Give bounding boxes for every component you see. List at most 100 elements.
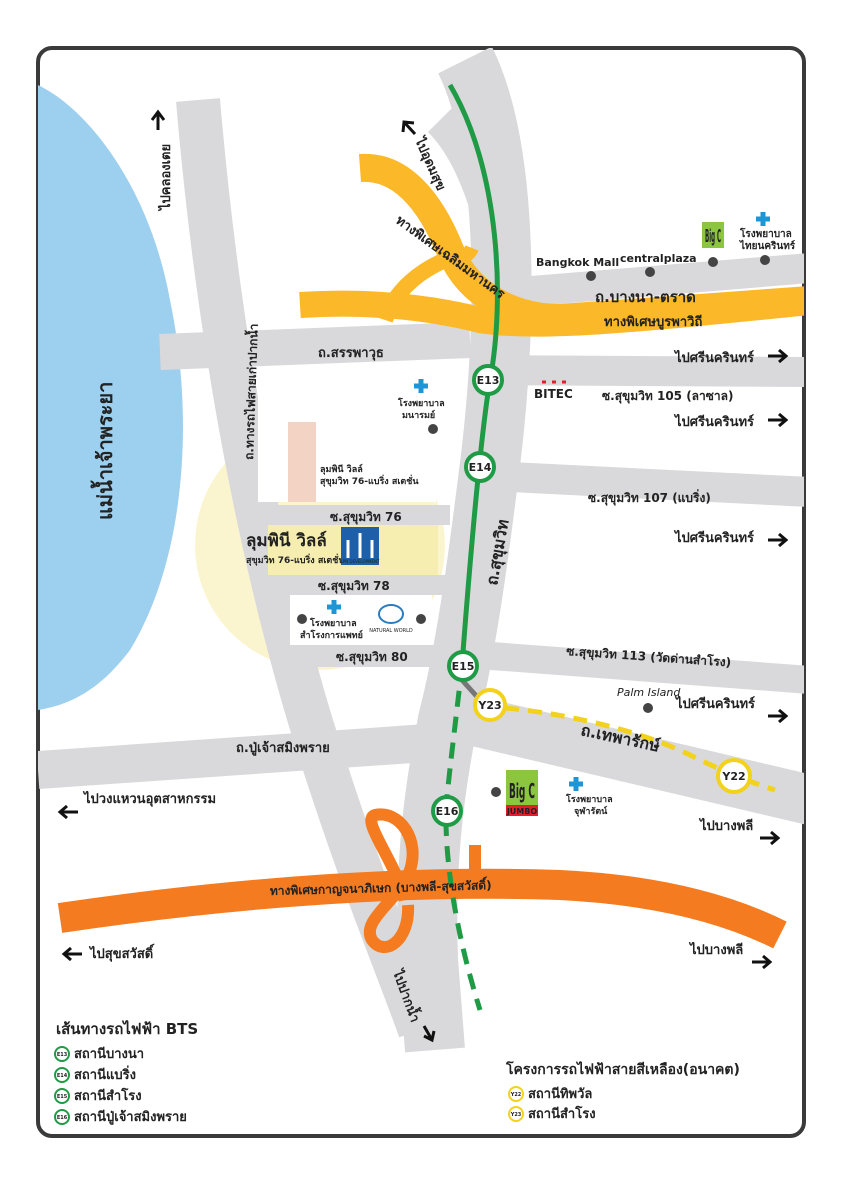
- thai-nakarin-marker: [760, 255, 770, 265]
- natural-world-text: NATURAL WORLD: [369, 628, 413, 634]
- thai-nakarin-line2: ไทยนครินทร์: [739, 239, 796, 252]
- arrow-upleft-icon: [401, 120, 417, 136]
- legend-bts-code: E16: [57, 1115, 68, 1121]
- direction-srinakarin-3: ไปศรีนครินทร์: [673, 529, 789, 548]
- station-e16-ring: [431, 795, 463, 827]
- legend-bts-title: เส้นทางรถไฟฟ้า BTS: [56, 1019, 198, 1038]
- road-network: [38, 48, 804, 1053]
- hospital-cross-icon: [414, 379, 428, 393]
- samrong-hospital-marker: [297, 614, 307, 624]
- station-e16[interactable]: E16: [431, 795, 463, 827]
- legend-yellow-item: Y22 สถานีทิพวัล: [508, 1086, 592, 1102]
- road-soi107: [469, 460, 804, 507]
- station-y23[interactable]: Y23: [473, 688, 507, 722]
- arrow-right-icon: [752, 954, 773, 970]
- river-label: แม่น้ำเจ้าพระยา: [90, 382, 117, 520]
- arrow-downright-icon: [422, 1025, 436, 1043]
- legend-bts-code: E15: [57, 1094, 68, 1100]
- arrow-right-icon: [768, 532, 789, 548]
- block-lumpini-1: [258, 382, 436, 502]
- lpn-logo: LPN DEVELOPMENT: [341, 527, 380, 565]
- hospital-cross-icon: [327, 600, 341, 614]
- legend-bts-name: สถานีสำโรง: [74, 1087, 142, 1104]
- big-c-logo-text: Big C: [705, 226, 721, 247]
- road-pu-chao: [38, 721, 472, 789]
- arrow-up-icon: [150, 109, 166, 130]
- label-to-wongwaen: ไปวงแหวนอุตสาหกรรม: [82, 790, 216, 807]
- legend-yellow-ring: [508, 1106, 524, 1122]
- central-plaza-marker: [645, 267, 655, 277]
- label-soi105: ซ.สุขุมวิท 105 (ลาซาล): [602, 389, 734, 404]
- legend-bts-item: E14 สถานีแบริ่ง: [54, 1065, 136, 1083]
- lpn-logo-text: LPN DEVELOPMENT: [341, 559, 380, 564]
- hospital-cross-icon: [569, 777, 583, 791]
- direction-wongwaen: ไปวงแหวนอุตสาหกรรม: [57, 790, 216, 820]
- jumbo-text: JUMBO: [506, 807, 538, 816]
- thai-nakarin-line1: โรงพยาบาล: [739, 227, 792, 240]
- legend-bts-item: E13 สถานีบางนา: [54, 1046, 144, 1062]
- samrong-hospital-line1: โรงพยาบาล: [309, 617, 357, 629]
- hospital-cross-icon: [756, 212, 770, 226]
- legend-yellow-line: โครงการรถไฟฟ้าสายสีเหลือง(อนาคต) Y22 สถา…: [505, 1060, 740, 1122]
- road-soi113: [476, 641, 804, 694]
- direction-khlong-toei: ไปคลองเตย: [150, 109, 174, 212]
- label-to-bang-phli-1: ไปบางพลี: [698, 817, 753, 834]
- yellow-line: [504, 705, 776, 793]
- big-c-jumbo-logo: Big C JUMBO: [506, 770, 538, 816]
- direction-srinakarin-4: ไปศรีนครินทร์: [674, 695, 789, 724]
- label-to-khlong-toei: ไปคลองเตย: [157, 144, 174, 212]
- legend-bts-name: สถานีแบริ่ง: [74, 1065, 136, 1083]
- natural-world-marker: [416, 614, 426, 624]
- big-c-marker: [708, 257, 718, 267]
- legend-yellow-code: Y23: [510, 1112, 522, 1118]
- block-hospital: [290, 595, 432, 645]
- legend-yellow-name: สถานีทิพวัล: [528, 1086, 592, 1102]
- station-e13-ring: [472, 364, 504, 396]
- station-e15[interactable]: E15: [447, 650, 479, 682]
- legend-bts-ring: [54, 1088, 70, 1104]
- lumpini-main-title: ลุมพินี วิลล์: [246, 530, 327, 551]
- label-soi107: ซ.สุขุมวิท 107 (แบริ่ง): [588, 489, 711, 506]
- label-to-srinakarin-3: ไปศรีนครินทร์: [673, 529, 754, 546]
- station-e13[interactable]: E13: [472, 364, 504, 396]
- lumpini-main-subtitle: สุขุมวิท 76-แบริ่ง สเตชั่น (2): [246, 553, 362, 566]
- station-e14[interactable]: E14: [464, 451, 496, 483]
- label-to-srinakarin-1: ไปศรีนครินทร์: [673, 349, 754, 366]
- station-y23-ring: [473, 688, 507, 722]
- label-to-srinakarin-4: ไปศรีนครินทร์: [674, 695, 755, 712]
- lumpini-building-1: [288, 422, 316, 502]
- legend-yellow-code: Y22: [510, 1092, 522, 1098]
- palm-island-marker: [643, 703, 653, 713]
- chularat-line2: จุฬารัตน์: [574, 805, 608, 817]
- legend-bts: เส้นทางรถไฟฟ้า BTS E13 สถานีบางนา E14 สถ…: [54, 1019, 198, 1125]
- palm-island-text: Palm Island: [617, 686, 681, 699]
- arrow-right-icon: [768, 348, 789, 364]
- station-e16-code: E16: [436, 805, 459, 818]
- legend-bts-item: E16 สถานีปู่เจ้าสมิงพราย: [54, 1109, 187, 1125]
- label-burapha: ทางพิเศษบูรพาวิถี: [604, 314, 702, 330]
- legend-yellow-item: Y23 สถานีสำโรง: [508, 1105, 596, 1122]
- big-c-jumbo-logo-text: Big C: [509, 779, 535, 803]
- station-y22[interactable]: Y22: [716, 758, 752, 794]
- chularat-line1: โรงพยาบาล: [565, 793, 613, 805]
- label-kanchanaphisek: ทางพิเศษกาญจนาภิเษก (บางพลี-สุขสวัสดิ์): [270, 876, 492, 899]
- natural-world-logo: NATURAL WORLD: [369, 604, 413, 634]
- legend-bts-code: E13: [57, 1052, 68, 1058]
- manarom-marker: [428, 424, 438, 434]
- arrow-right-icon: [768, 412, 789, 428]
- road-theparak: [464, 695, 804, 825]
- station-e14-code: E14: [469, 461, 492, 474]
- interchange-loop: [363, 808, 419, 953]
- expressway-kanchanaphisek: [57, 868, 787, 949]
- big-c-jumbo-marker: [491, 787, 501, 797]
- label-to-suk-sawat: ไปสุขสวัสดิ์: [88, 943, 155, 962]
- label-soi76: ซ.สุขุมวิท 76: [330, 510, 402, 525]
- legend-bts-ring: [54, 1046, 70, 1062]
- river: [38, 85, 183, 710]
- label-bangna-trad: ถ.บางนา-ตราด: [595, 288, 696, 306]
- landmark-central-plaza: centralplaza: [620, 252, 697, 265]
- label-sanphawut: ถ.สรรพาวุธ: [318, 346, 384, 361]
- legend-yellow-name: สถานีสำโรง: [528, 1105, 596, 1122]
- direction-suk-sawat: ไปสุขสวัสดิ์: [61, 943, 155, 962]
